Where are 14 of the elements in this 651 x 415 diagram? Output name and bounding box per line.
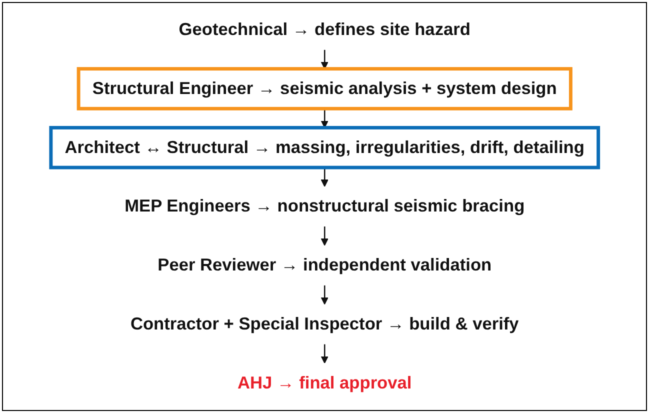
arrow <box>320 108 328 128</box>
arrow <box>320 344 328 364</box>
arrow <box>320 50 328 70</box>
node-box <box>76 67 572 110</box>
node-text: Geotechnical → defines site hazard <box>178 20 470 40</box>
node-text: Contractor + Special Inspector → build & verify <box>130 314 519 334</box>
arrow <box>320 226 328 246</box>
node-text: Peer Reviewer → independent validation <box>158 256 492 275</box>
node-text: MEP Engineers → nonstructural seismic bracing <box>124 196 525 216</box>
node-box <box>49 126 600 170</box>
node-text: AHJ → final approval <box>237 374 412 393</box>
arrow <box>320 285 328 305</box>
diagram-frame: Geotechnical → defines site hazard Structural Engineer → seismic analysis + system design Architect ↔ Structural → massing, irregularities, drift, detailing MEP Engineers → nonstructural seismic bracing Peer Reviewer → independent validation Contractor + Special Inspector → build & verify AHJ → final approval <box>2 2 647 411</box>
arrow <box>320 168 328 187</box>
